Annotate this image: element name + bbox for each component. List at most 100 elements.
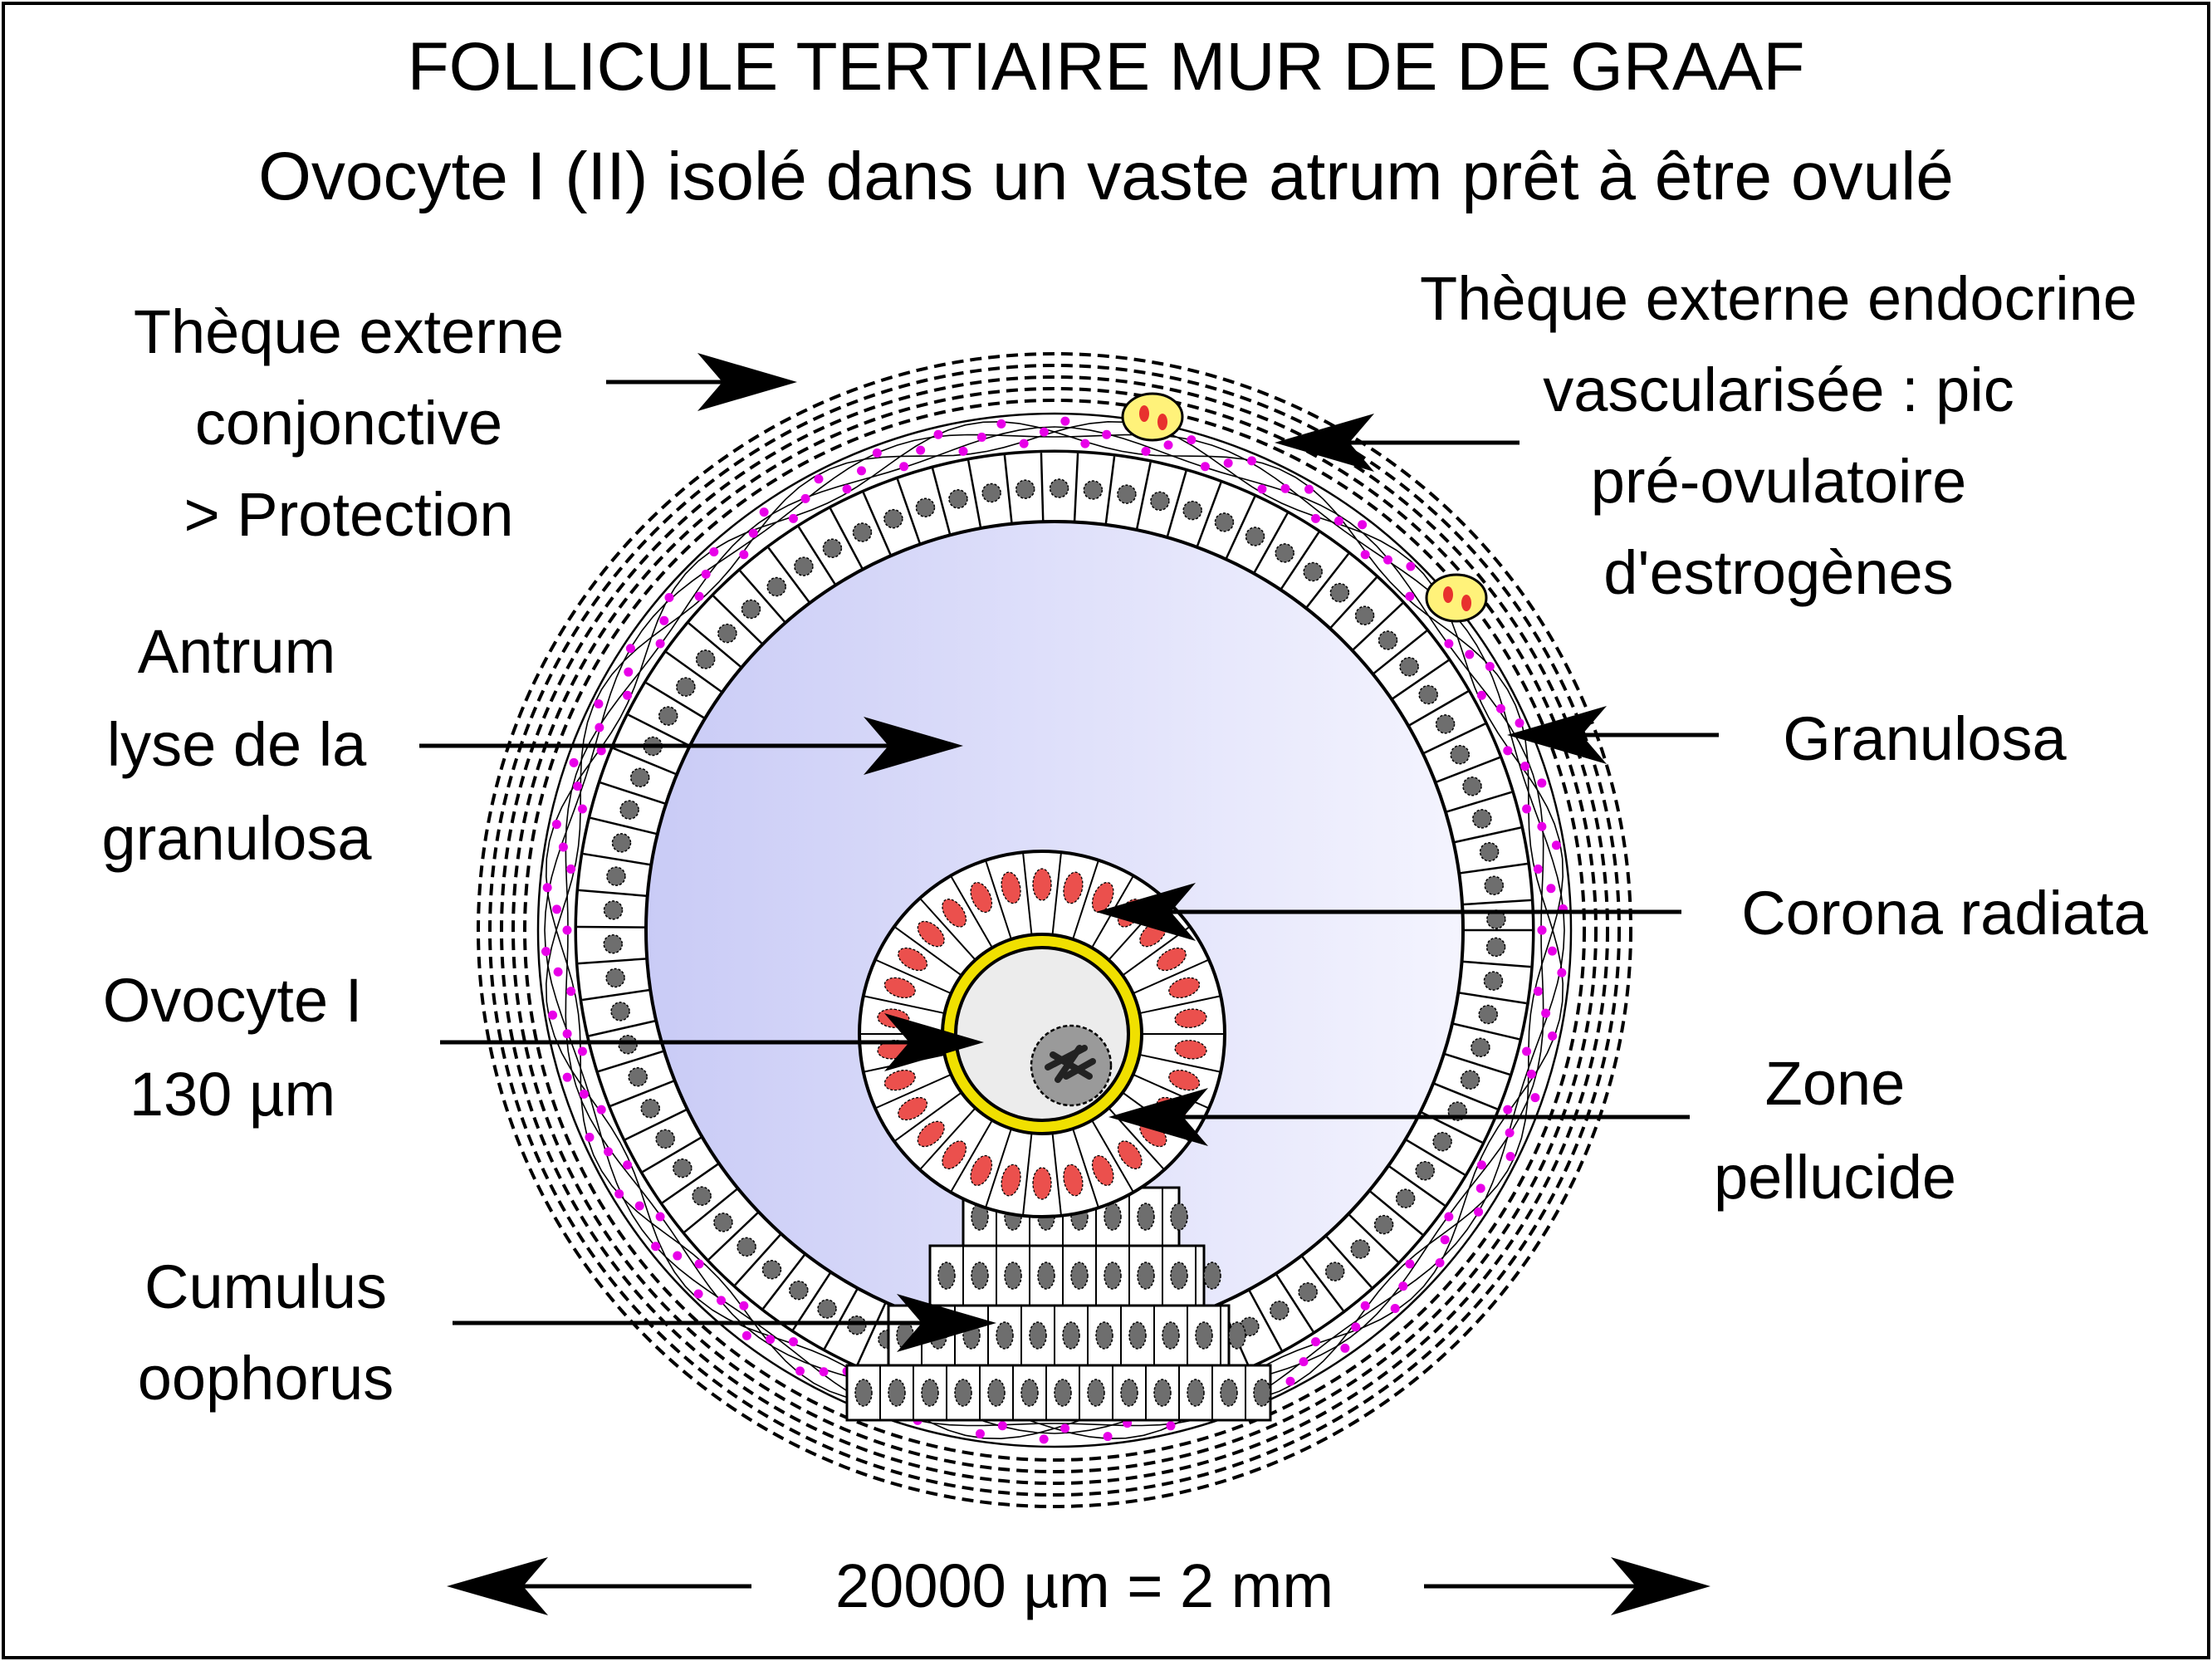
theca-cell-nucleus: [916, 445, 926, 455]
granulosa-nucleus: [817, 1299, 837, 1319]
theca-cell-nucleus: [1485, 661, 1495, 671]
theca-cell-nucleus: [655, 639, 665, 649]
theca-cell-nucleus: [651, 1242, 661, 1252]
granulosa-cell-wall: [688, 622, 742, 669]
theca-cell-nucleus: [800, 493, 810, 503]
theca-cell-nucleus: [1522, 804, 1532, 814]
corona-cell-wall: [1072, 860, 1099, 940]
theca-cell-nucleus: [655, 1212, 665, 1222]
corona-cell-wall: [1133, 1073, 1210, 1110]
granulosa-nucleus: [1378, 630, 1398, 650]
theca-cell-nucleus: [1505, 1152, 1515, 1162]
theca-cell-nucleus: [1503, 1105, 1513, 1115]
granulosa-cell-wall: [1435, 756, 1500, 784]
corona-nucleus: [883, 1069, 916, 1091]
theca-cell-nucleus: [933, 429, 943, 439]
granulosa-cell-wall: [767, 546, 811, 604]
granulosa-cell-wall: [1073, 453, 1079, 522]
granulosa-cell-wall: [1196, 482, 1222, 548]
theca-cell-nucleus: [788, 1337, 798, 1347]
corona-cell-wall: [1133, 958, 1210, 995]
granulosa-nucleus: [717, 623, 737, 644]
theca-ring-2: [500, 375, 1609, 1485]
red-cell: [1461, 595, 1471, 611]
theca-cell-nucleus: [842, 484, 852, 494]
granulosa-cell-wall: [1372, 630, 1427, 675]
theca-cell-nucleus: [741, 1330, 751, 1340]
granulosa-cell-wall: [1461, 899, 1531, 906]
corona-cell-wall: [893, 1091, 962, 1143]
corona-cell-wall: [874, 958, 952, 995]
chromosome-2: [1055, 1045, 1083, 1083]
theca-cell-nucleus: [1537, 925, 1547, 935]
theca-cell-nucleus: [596, 1105, 606, 1115]
granulosa-cell-wall: [581, 988, 651, 1002]
granulosa-cell-wall: [823, 1287, 859, 1350]
corona-nucleus: [942, 1140, 967, 1169]
granulosa-nucleus: [1245, 527, 1265, 546]
theca-cell-nucleus: [1557, 968, 1567, 977]
cumulus-nucleus: [971, 1262, 989, 1290]
granulosa-cell-wall: [1368, 1189, 1423, 1236]
granulosa-cell-wall: [829, 507, 864, 571]
granulosa-nucleus: [603, 900, 624, 920]
corona-nucleus: [1001, 871, 1021, 904]
theca-cell-nucleus: [573, 782, 583, 791]
granulosa-cell-wall: [1135, 462, 1152, 531]
theca-cell-nucleus: [1351, 1322, 1361, 1332]
cumulus-nucleus: [1037, 1262, 1055, 1290]
granulosa-nucleus: [981, 483, 1001, 503]
granulosa-nucleus: [1399, 657, 1419, 677]
granulosa-nucleus: [1483, 971, 1504, 991]
granulosa-nucleus: [794, 556, 814, 576]
theca-cell-nucleus: [975, 1428, 985, 1438]
theca-cell-nucleus: [1311, 1337, 1321, 1347]
granulosa-cell-wall: [931, 468, 952, 536]
granulosa-nucleus: [1083, 480, 1104, 500]
corona-cell-wall: [919, 1107, 976, 1171]
theca-cell-nucleus: [624, 667, 634, 677]
theca-cell-nucleus: [717, 1296, 727, 1306]
cumulus-nucleus: [954, 1379, 972, 1407]
theca-cell-nucleus: [1390, 1304, 1400, 1314]
theca-boundary: [536, 412, 1573, 1448]
theque-conj-line-3: > Protection: [184, 480, 514, 549]
ovocyte-nucleus: [1030, 1024, 1113, 1107]
theca-cell-nucleus: [552, 904, 562, 914]
granulosa-nucleus: [822, 538, 843, 558]
granulosa-nucleus: [1472, 809, 1492, 829]
ovocyte-line-2: 130 µm: [130, 1060, 335, 1129]
theca-cell-nucleus: [899, 462, 909, 472]
corona-cell-wall: [985, 1128, 1012, 1208]
theca-cell-nucleus: [673, 1251, 683, 1261]
granulosa-cell-wall: [662, 1162, 720, 1204]
theca-cell-nucleus: [1435, 1258, 1445, 1268]
granulosa-cell-wall: [734, 1232, 782, 1286]
cumulus-line-1: Cumulus: [144, 1252, 387, 1321]
granulosa-nucleus: [1484, 875, 1505, 895]
granulosa-nucleus: [610, 1002, 630, 1022]
granulosa-nucleus: [1270, 1301, 1290, 1320]
corona-nucleus: [1063, 1164, 1084, 1197]
theque-interne-endocrine: [536, 412, 1573, 1448]
cumulus-nucleus: [1170, 1203, 1188, 1231]
granulosa-nucleus: [658, 706, 678, 726]
theca-cell-nucleus: [1334, 516, 1343, 526]
theca-cell-nucleus: [1398, 1281, 1408, 1291]
granulosa-cell-wall: [612, 747, 678, 776]
theca-cell-nucleus: [958, 446, 968, 456]
granulosa-cell-wall: [1329, 576, 1378, 630]
cumulus-nucleus: [1087, 1379, 1105, 1407]
granulosa-cell-wall: [1040, 453, 1045, 522]
granulosa-cell-wall: [1404, 1138, 1466, 1176]
granulosa-cell-wall: [1280, 532, 1320, 590]
corona-cell-wall: [1139, 995, 1221, 1015]
granulosa-cell-wall: [856, 1301, 887, 1366]
theca-cell-nucleus: [577, 804, 587, 814]
granulosa-cell-wall: [1003, 455, 1013, 524]
granulosa-cell-wall: [792, 1271, 832, 1330]
theca-cell-nucleus: [1530, 1093, 1540, 1103]
antrum-line-3: granulosa: [101, 804, 372, 873]
scale-label: 20000 µm = 2 mm: [835, 1551, 1334, 1620]
